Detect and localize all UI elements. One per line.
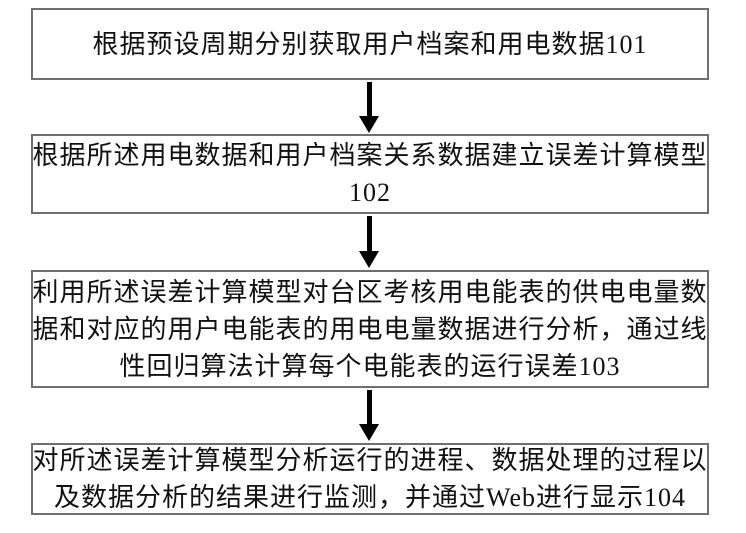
arrow-down-icon [359, 390, 379, 441]
flow-step-103-text-line: 利用所述误差计算模型对台区考核用电能表的供电电量数 [32, 277, 708, 307]
flow-step-103-text-line: 据和对应的用户电能表的用电电量数据进行分析，通过线 [32, 314, 708, 344]
flow-step-101-text: 根据预设周期分别获取用户档案和用电数据101 [92, 29, 648, 59]
flow-step-102-number: 102 [349, 178, 391, 207]
arrow-shaft [366, 390, 372, 424]
arrow-shaft [366, 216, 372, 251]
arrow-down-icon [359, 82, 379, 133]
flow-step-101: 根据预设周期分别获取用户档案和用电数据101 [31, 8, 709, 80]
flow-step-102-text-line: 根据所述用电数据和用户档案关系数据建立误差计算模型 [32, 141, 708, 170]
arrow-shaft [366, 82, 372, 116]
flow-step-103-text-line: 性回归算法计算每个电能表的运行误差103 [119, 351, 621, 381]
flow-step-104-text-line: 对所述误差计算模型分析运行的进程、数据处理的过程以 [32, 446, 708, 475]
arrow-head [359, 116, 379, 133]
flow-step-104-text-line: 及数据分析的结果进行监测，并通过Web进行显示104 [54, 483, 686, 512]
flow-step-104: 对所述误差计算模型分析运行的进程、数据处理的过程以 及数据分析的结果进行监测，并… [31, 443, 709, 515]
arrow-down-icon [359, 216, 379, 268]
arrow-head [359, 424, 379, 441]
arrow-head [359, 251, 379, 268]
flow-step-103: 利用所述误差计算模型对台区考核用电能表的供电电量数 据和对应的用户电能表的用电电… [31, 270, 709, 388]
flow-step-102: 根据所述用电数据和用户档案关系数据建立误差计算模型 102 [31, 134, 709, 214]
